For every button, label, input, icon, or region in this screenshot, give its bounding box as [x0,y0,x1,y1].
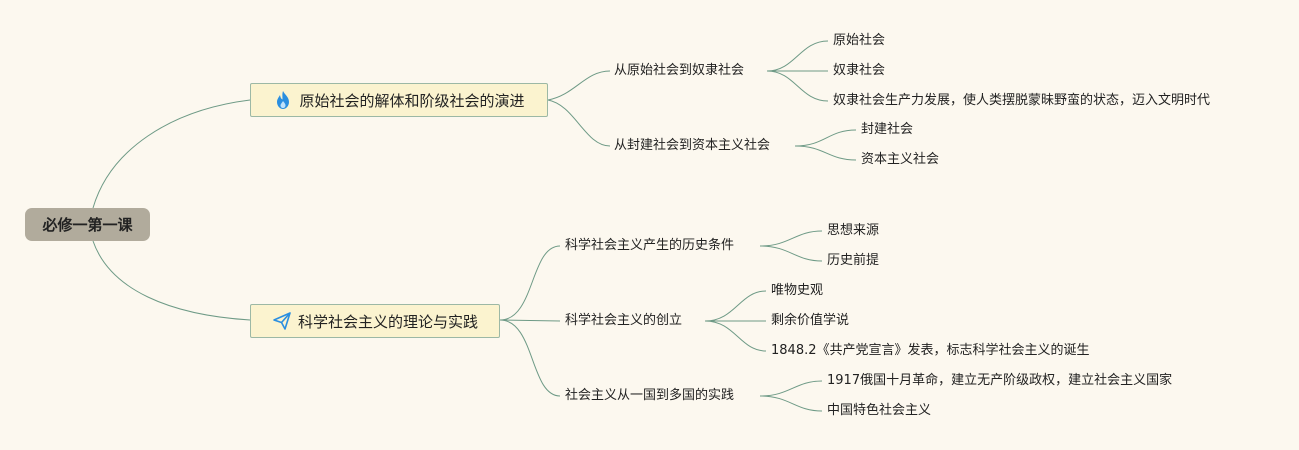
leaf-item[interactable]: 中国特色社会主义 [827,403,932,418]
subtopic-slave-society[interactable]: 从原始社会到奴隶社会 [614,63,745,78]
connector-line [759,230,823,247]
connector-line [766,70,829,102]
leaf-item[interactable]: 封建社会 [861,122,914,137]
root-node[interactable]: 必修一第一课 [25,208,150,241]
connector-line [704,290,767,322]
subtopic-historical-conditions[interactable]: 科学社会主义产生的历史条件 [565,238,735,253]
topic-node-primitive-society[interactable]: 原始社会的解体和阶级社会的演进 [250,83,548,117]
leaf-item[interactable]: 资本主义社会 [861,152,940,167]
connector-line [92,99,251,209]
leaf-item[interactable]: 剩余价值学说 [771,313,850,328]
leaf-item[interactable]: 1848.2《共产党宣言》发表，标志科学社会主义的诞生 [771,343,1090,358]
leaf-item[interactable]: 唯物史观 [771,283,824,298]
topic-node-scientific-socialism[interactable]: 科学社会主义的理论与实践 [250,304,500,338]
connector-line [766,40,829,72]
leaf-item[interactable]: 历史前提 [827,253,880,268]
connector-line [499,245,561,321]
leaf-item[interactable]: 奴隶社会生产力发展，使人类摆脱蒙昧野蛮的状态，迈入文明时代 [833,93,1211,108]
fire-icon [273,90,293,110]
leaf-item[interactable]: 原始社会 [833,33,886,48]
connector-line [759,395,823,412]
connector-line [759,380,823,397]
leaf-item[interactable]: 1917俄国十月革命，建立无产阶级政权，建立社会主义国家 [827,373,1173,388]
connector-line [759,245,823,262]
topic-label: 原始社会的解体和阶级社会的演进 [299,91,525,110]
connector-line [547,99,611,147]
leaf-item[interactable]: 思想来源 [827,223,880,238]
subtopic-feudal-to-capitalist[interactable]: 从封建社会到资本主义社会 [614,138,771,153]
connector-line [704,320,767,352]
connector-line [92,240,251,321]
connector-line [499,319,561,322]
connector-line [794,145,857,161]
leaf-item[interactable]: 奴隶社会 [833,63,886,78]
root-label: 必修一第一课 [42,216,133,234]
connector-line [547,70,611,101]
subtopic-founding[interactable]: 科学社会主义的创立 [565,313,683,328]
topic-label: 科学社会主义的理论与实践 [297,312,478,331]
subtopic-practice[interactable]: 社会主义从一国到多国的实践 [565,388,735,403]
connector-line [794,129,857,147]
connector-line [499,319,561,397]
paper-plane-icon [272,311,292,331]
